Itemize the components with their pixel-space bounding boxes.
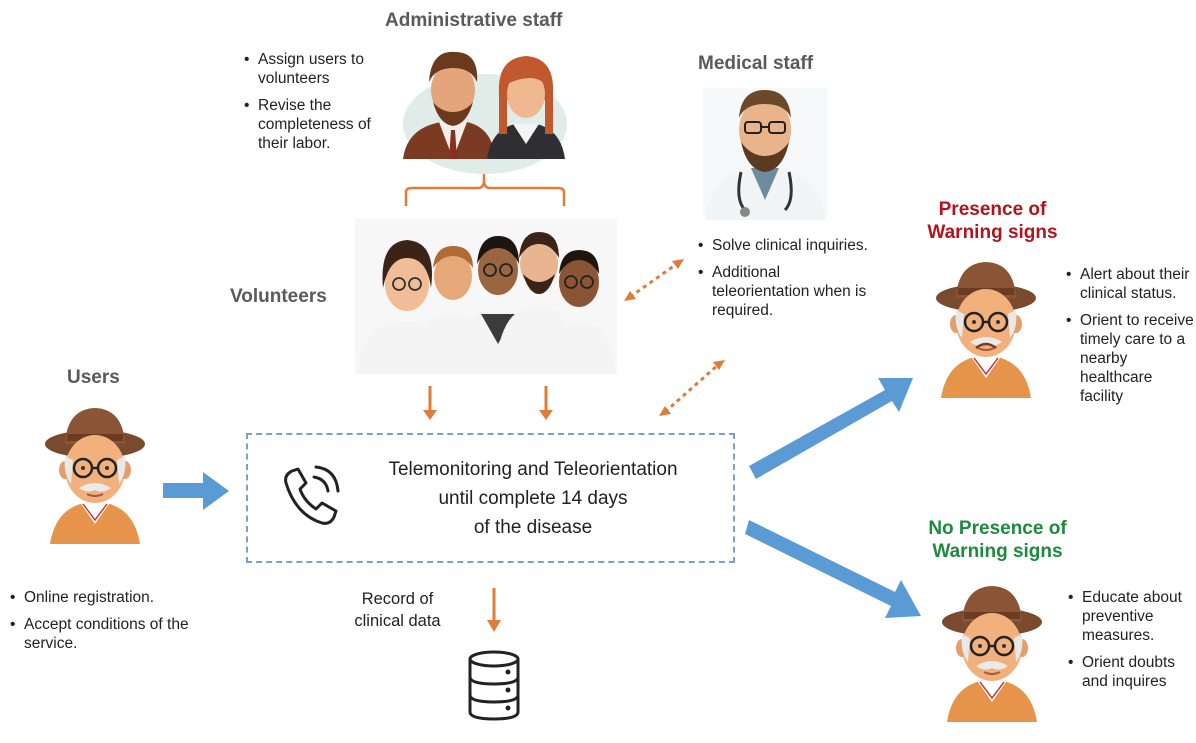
no-warning-bullet-2: Orient doubts and inquires: [1068, 653, 1196, 691]
volunteers-illustration: [355, 218, 617, 374]
no-warning-bullets: Educate about preventive measures. Orien…: [1068, 588, 1196, 699]
volunteer-arrows: [423, 386, 553, 420]
warning-bullet-2: Orient to receive timely care to a nearb…: [1066, 311, 1196, 406]
warning-elder-illustration: [934, 260, 1038, 400]
users-bullet-1: Online registration.: [10, 588, 190, 607]
medical-volunteer-dotted-arrow: [624, 259, 684, 301]
center-line-1: Telemonitoring and Teleorientation: [388, 459, 678, 480]
users-title: Users: [67, 367, 120, 388]
admin-bracket: [404, 174, 566, 206]
no-warning-title-line-1: No Presence of: [928, 518, 1067, 539]
medical-bullet-1: Solve clinical inquiries.: [698, 236, 868, 255]
medical-bullet-2: Additional teleorientation when is requi…: [698, 263, 868, 320]
warning-title-line-1: Presence of: [938, 199, 1047, 220]
no-warning-title-line-2: Warning signs: [932, 541, 1063, 562]
center-line-3: of the disease: [473, 517, 593, 538]
no-warning-elder-illustration: [940, 584, 1044, 724]
medical-staff-title: Medical staff: [698, 53, 814, 74]
volunteers-title: Volunteers: [230, 286, 327, 307]
no-warning-title: No Presence of Warning signs: [900, 517, 1095, 563]
users-bullet-2: Accept conditions of the service.: [10, 615, 190, 653]
telemonitoring-box: Telemonitoring and Teleorientation until…: [246, 433, 735, 563]
doctor-illustration: [703, 88, 827, 222]
phone-icon: [284, 465, 340, 525]
medical-staff-bullets: Solve clinical inquiries. Additional tel…: [698, 236, 868, 328]
arrow-to-no-warning: [745, 520, 921, 618]
admin-bullet-2: Revise the completeness of their labor.: [244, 96, 384, 153]
admin-staff-bullets: Assign users to volunteers Revise the co…: [244, 50, 384, 161]
database-icon: [468, 650, 520, 721]
center-line-2: until complete 14 days: [438, 488, 628, 509]
user-elder-illustration: [43, 406, 147, 546]
no-warning-bullet-1: Educate about preventive measures.: [1068, 588, 1196, 645]
record-label-line-2: clinical data: [354, 612, 441, 630]
warning-title: Presence of Warning signs: [900, 198, 1085, 244]
record-label-line-1: Record of: [361, 590, 434, 608]
record-label: Record of clinical data: [340, 588, 455, 632]
record-arrow: [487, 588, 501, 632]
warning-bullet-1: Alert about their clinical status.: [1066, 265, 1196, 303]
arrow-to-warning: [749, 378, 913, 479]
users-to-service-arrow: [163, 472, 229, 510]
warning-title-line-2: Warning signs: [927, 222, 1058, 243]
admin-bullet-1: Assign users to volunteers: [244, 50, 384, 88]
admin-staff-illustration: [403, 51, 567, 174]
users-bullets: Online registration. Accept conditions o…: [10, 588, 190, 661]
medical-box-dotted-arrow: [659, 360, 725, 416]
admin-staff-title: Administrative staff: [385, 10, 563, 31]
warning-bullets: Alert about their clinical status. Orien…: [1066, 265, 1196, 414]
